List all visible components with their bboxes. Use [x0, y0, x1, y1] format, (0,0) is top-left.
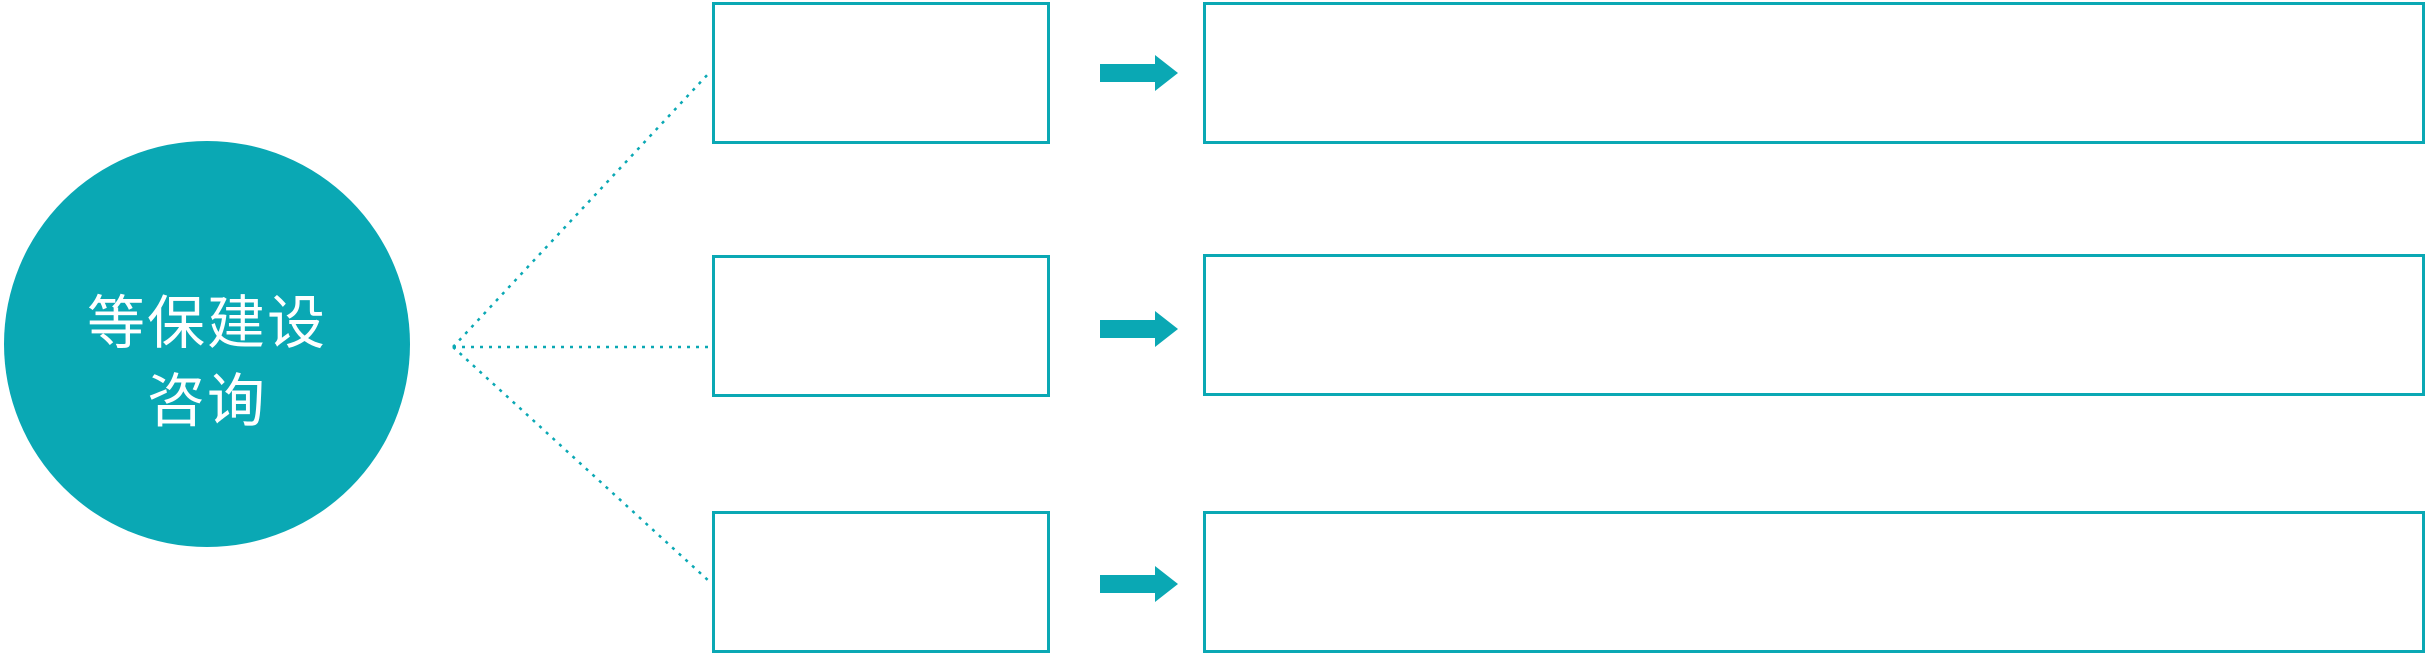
large-box-row1	[1203, 2, 2425, 144]
hub-circle-label: 等保建设 咨询	[87, 284, 327, 441]
small-box-row2	[712, 255, 1050, 397]
connector-line-bottom	[452, 346, 711, 583]
hub-circle: 等保建设 咨询	[4, 141, 410, 547]
hub-circle-label-line2: 咨询	[146, 367, 267, 435]
small-box-row1	[712, 2, 1050, 144]
right-arrow-icon	[1100, 566, 1178, 602]
large-box-row2	[1203, 254, 2425, 396]
large-box-row3	[1203, 511, 2425, 653]
connector-line-top	[452, 71, 711, 348]
right-arrow-icon	[1100, 311, 1178, 347]
small-box-row3	[712, 511, 1050, 653]
hub-circle-label-line1: 等保建设	[86, 288, 327, 357]
right-arrow-icon	[1100, 55, 1178, 91]
